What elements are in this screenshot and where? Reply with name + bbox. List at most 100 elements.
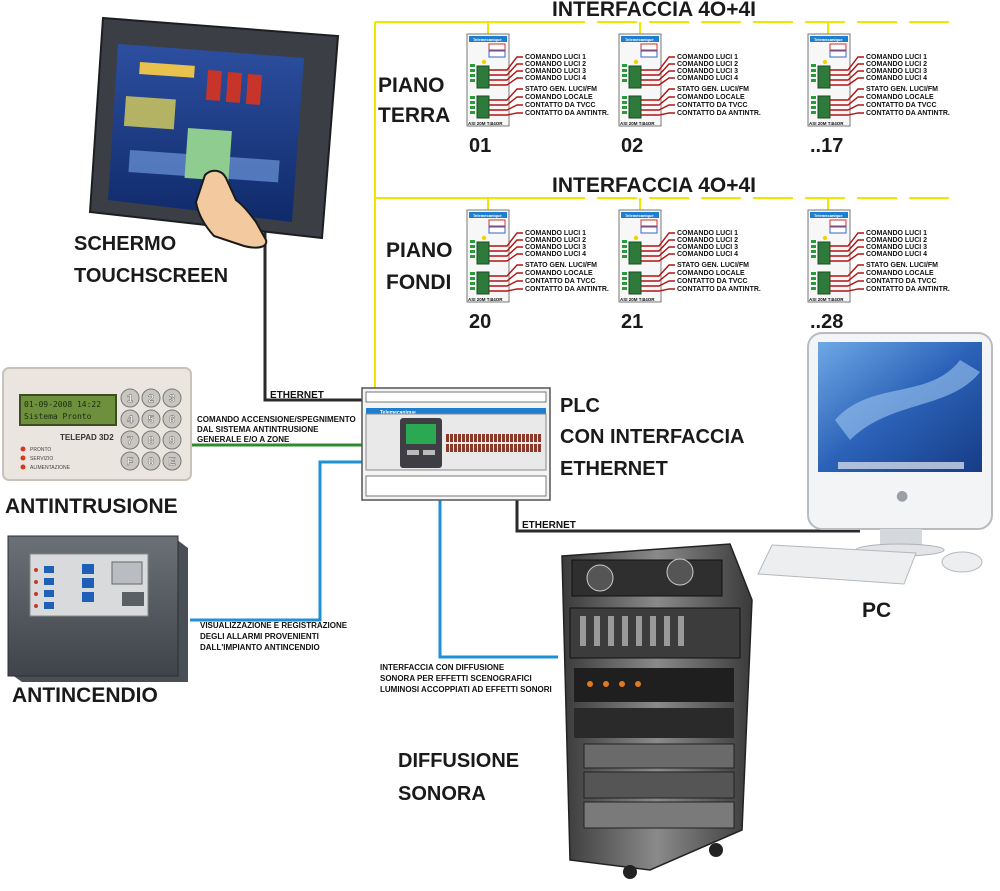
plc-terminal (462, 444, 465, 452)
output-wire (830, 232, 864, 247)
plc-brand: Telemecanique (380, 410, 416, 416)
plc-device: Telemecanique (361, 387, 551, 501)
output-wire (830, 253, 864, 262)
plc-terminal (458, 444, 461, 452)
svg-text:ALIMENTAZIONE: ALIMENTAZIONE (30, 465, 71, 471)
floor-basement-line2: FONDI (386, 271, 451, 294)
input-label: CONTATTO DA TVCC (866, 278, 937, 285)
keypad-key: 2 (141, 388, 161, 408)
output-label: COMANDO LUCI 3 (677, 68, 738, 75)
output-wire (830, 63, 864, 76)
svg-text:6: 6 (169, 414, 175, 426)
plc-terminal (482, 434, 485, 442)
apple-logo-icon: ● (896, 488, 908, 504)
fire-panel-device (7, 535, 188, 682)
output-label: COMANDO LUCI 1 (677, 230, 738, 237)
plc-terminal (506, 434, 509, 442)
output-wire (489, 77, 523, 86)
svg-text:SERVIZIO: SERVIZIO (30, 456, 53, 462)
plc-terminal-strip (446, 434, 541, 452)
svg-text:0: 0 (148, 456, 154, 468)
input-wire (830, 104, 864, 111)
yellow-bus-lines (374, 21, 545, 388)
input-wire (489, 112, 523, 116)
output-wire (641, 239, 675, 252)
input-label: COMANDO LOCALE (525, 94, 593, 101)
output-label: COMANDO LUCI 1 (866, 54, 927, 61)
output-label: COMANDO LUCI 2 (525, 61, 586, 68)
output-label: COMANDO LUCI 3 (677, 244, 738, 251)
sound-link (438, 500, 558, 659)
input-wire (489, 96, 523, 106)
input-label: CONTATTO DA ANTINTR. (677, 286, 761, 293)
plc-terminal (510, 434, 513, 442)
keypad-leds: PRONTO SERVIZIO ALIMENTAZIONE (20, 446, 71, 471)
antintrusion-note-1: COMANDO ACCENSIONE/SPEGNIMENTO (197, 415, 356, 424)
output-wire (489, 253, 523, 262)
fire-note-3: DALL'IMPIANTO ANTINCENDIO (200, 643, 320, 652)
pc-label: PC (862, 599, 891, 622)
plc-terminal (514, 444, 517, 452)
output-label: COMANDO LUCI 2 (866, 237, 927, 244)
input-label: CONTATTO DA ANTINTR. (525, 110, 609, 117)
keypad-key: 3 (162, 388, 182, 408)
keypad-key: 0 (141, 451, 161, 471)
output-wire (830, 77, 864, 86)
input-label: COMANDO LOCALE (866, 270, 934, 277)
input-label: CONTATTO DA ANTINTR. (866, 110, 950, 117)
keypad-key: F (120, 451, 140, 471)
input-wire (830, 96, 864, 106)
pc-device: ● (757, 332, 993, 585)
touchscreen-label-2: TOUCHSCREEN (74, 265, 228, 287)
output-wire (641, 70, 675, 81)
plc-terminal (522, 434, 525, 442)
input-label: CONTATTO DA TVCC (677, 278, 748, 285)
sound-note-3: LUMINOSI ACCOPPIATI AD EFFETTI SONORI (380, 685, 552, 694)
touchscreen-label-1: SCHERMO (74, 233, 176, 255)
plc-terminal (522, 444, 525, 452)
output-wire (641, 56, 675, 71)
output-label: COMANDO LUCI 1 (677, 54, 738, 61)
input-wire (830, 272, 864, 282)
plc-terminal (518, 444, 521, 452)
module-number: ..28 (810, 311, 843, 333)
input-wire (489, 272, 523, 282)
input-wire (830, 264, 864, 277)
svg-text:4: 4 (127, 414, 134, 426)
module-model: ASI 20M T4I4OR (468, 121, 503, 126)
mouse-icon (941, 551, 983, 573)
plc-label-3: ETHERNET (560, 458, 668, 480)
plc-terminal (506, 444, 509, 452)
input-wire (830, 88, 864, 101)
plc-terminal (454, 444, 457, 452)
yellow-bus-dashes-top (545, 21, 960, 199)
input-label: CONTATTO DA TVCC (525, 102, 596, 109)
input-wire (641, 280, 675, 287)
module-brand: Telemecanique (814, 37, 843, 42)
svg-text:PRONTO: PRONTO (30, 447, 51, 453)
plc-terminal (446, 434, 449, 442)
input-label: STATO GEN. LUCI/FM (677, 86, 749, 93)
module-number: 21 (621, 311, 643, 333)
module-number: 20 (469, 311, 491, 333)
plc-terminal (450, 434, 453, 442)
input-wire (489, 280, 523, 287)
input-label: CONTATTO DA TVCC (525, 278, 596, 285)
input-wire (641, 104, 675, 111)
sound-note-1: INTERFACCIA CON DIFFUSIONE (380, 663, 505, 672)
input-wire (641, 272, 675, 282)
plc-terminal (534, 444, 537, 452)
svg-text:5: 5 (148, 414, 154, 426)
module-brand: Telemecanique (473, 213, 502, 218)
plc-terminal (534, 434, 537, 442)
antintrusion-note-2: DAL SISTEMA ANTINTRUSIONE (197, 425, 319, 434)
floor-ground-line2: TERRA (378, 104, 450, 127)
output-wire (830, 246, 864, 257)
plc-terminal (498, 434, 501, 442)
module-model: ASI 20M T4I4OR (468, 297, 503, 302)
output-wire (830, 239, 864, 252)
